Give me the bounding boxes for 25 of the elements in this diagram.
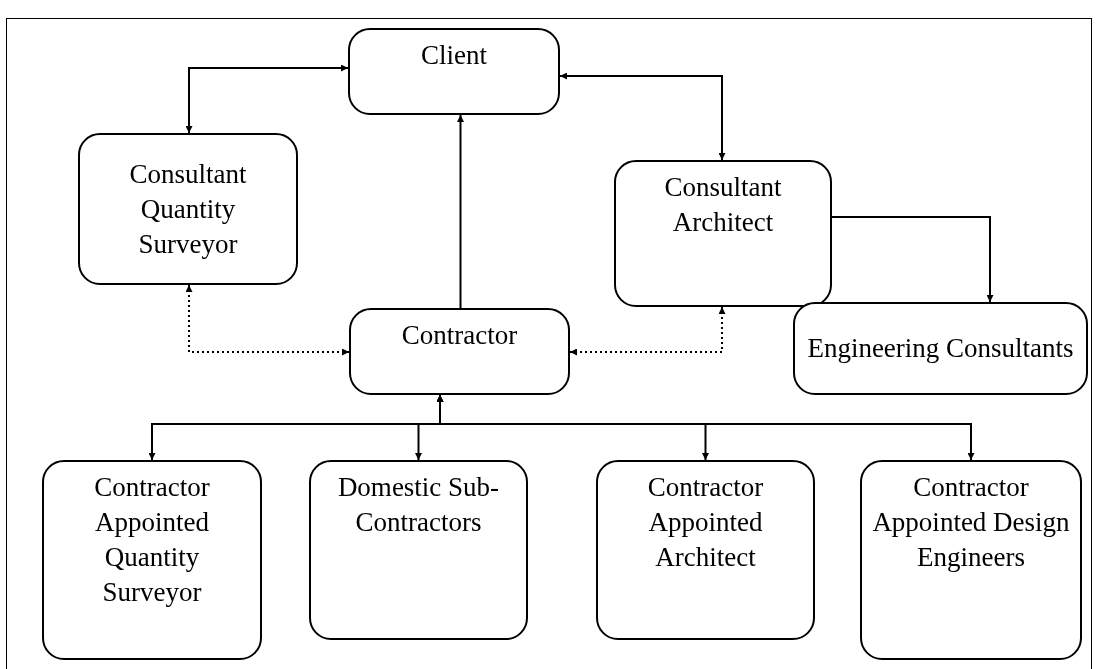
rounded-box: [42, 460, 262, 660]
arrow: [559, 72, 726, 161]
rounded-box: [614, 160, 832, 307]
rounded-box: [78, 133, 298, 285]
box-label: Domestic Sub-Contractors: [336, 471, 501, 539]
rounded-box: [793, 302, 1088, 395]
rounded-box: [348, 28, 560, 115]
rounded-box: [860, 460, 1082, 660]
box-label: Contractor Appointed Architect: [646, 471, 765, 574]
rounded-box: [309, 460, 528, 640]
box-label: Client: [421, 39, 487, 72]
box-label: Consultant Quantity Surveyor: [128, 157, 248, 261]
box-label: Engineering Consultants: [807, 332, 1074, 365]
arrow: [569, 306, 726, 356]
box-label: Contractor: [401, 319, 518, 352]
box-label: Contractor Appointed Design Engineers: [872, 471, 1070, 574]
box-label: Consultant Architect: [663, 171, 783, 239]
arrow: [436, 394, 975, 461]
arrow: [185, 284, 350, 356]
rounded-box: [349, 308, 570, 395]
arrow: [185, 64, 349, 134]
arrow: [831, 216, 994, 303]
arrow: [457, 114, 464, 309]
box-label: Contractor Appointed Quantity Surveyor: [93, 471, 211, 609]
rounded-box: [596, 460, 815, 640]
